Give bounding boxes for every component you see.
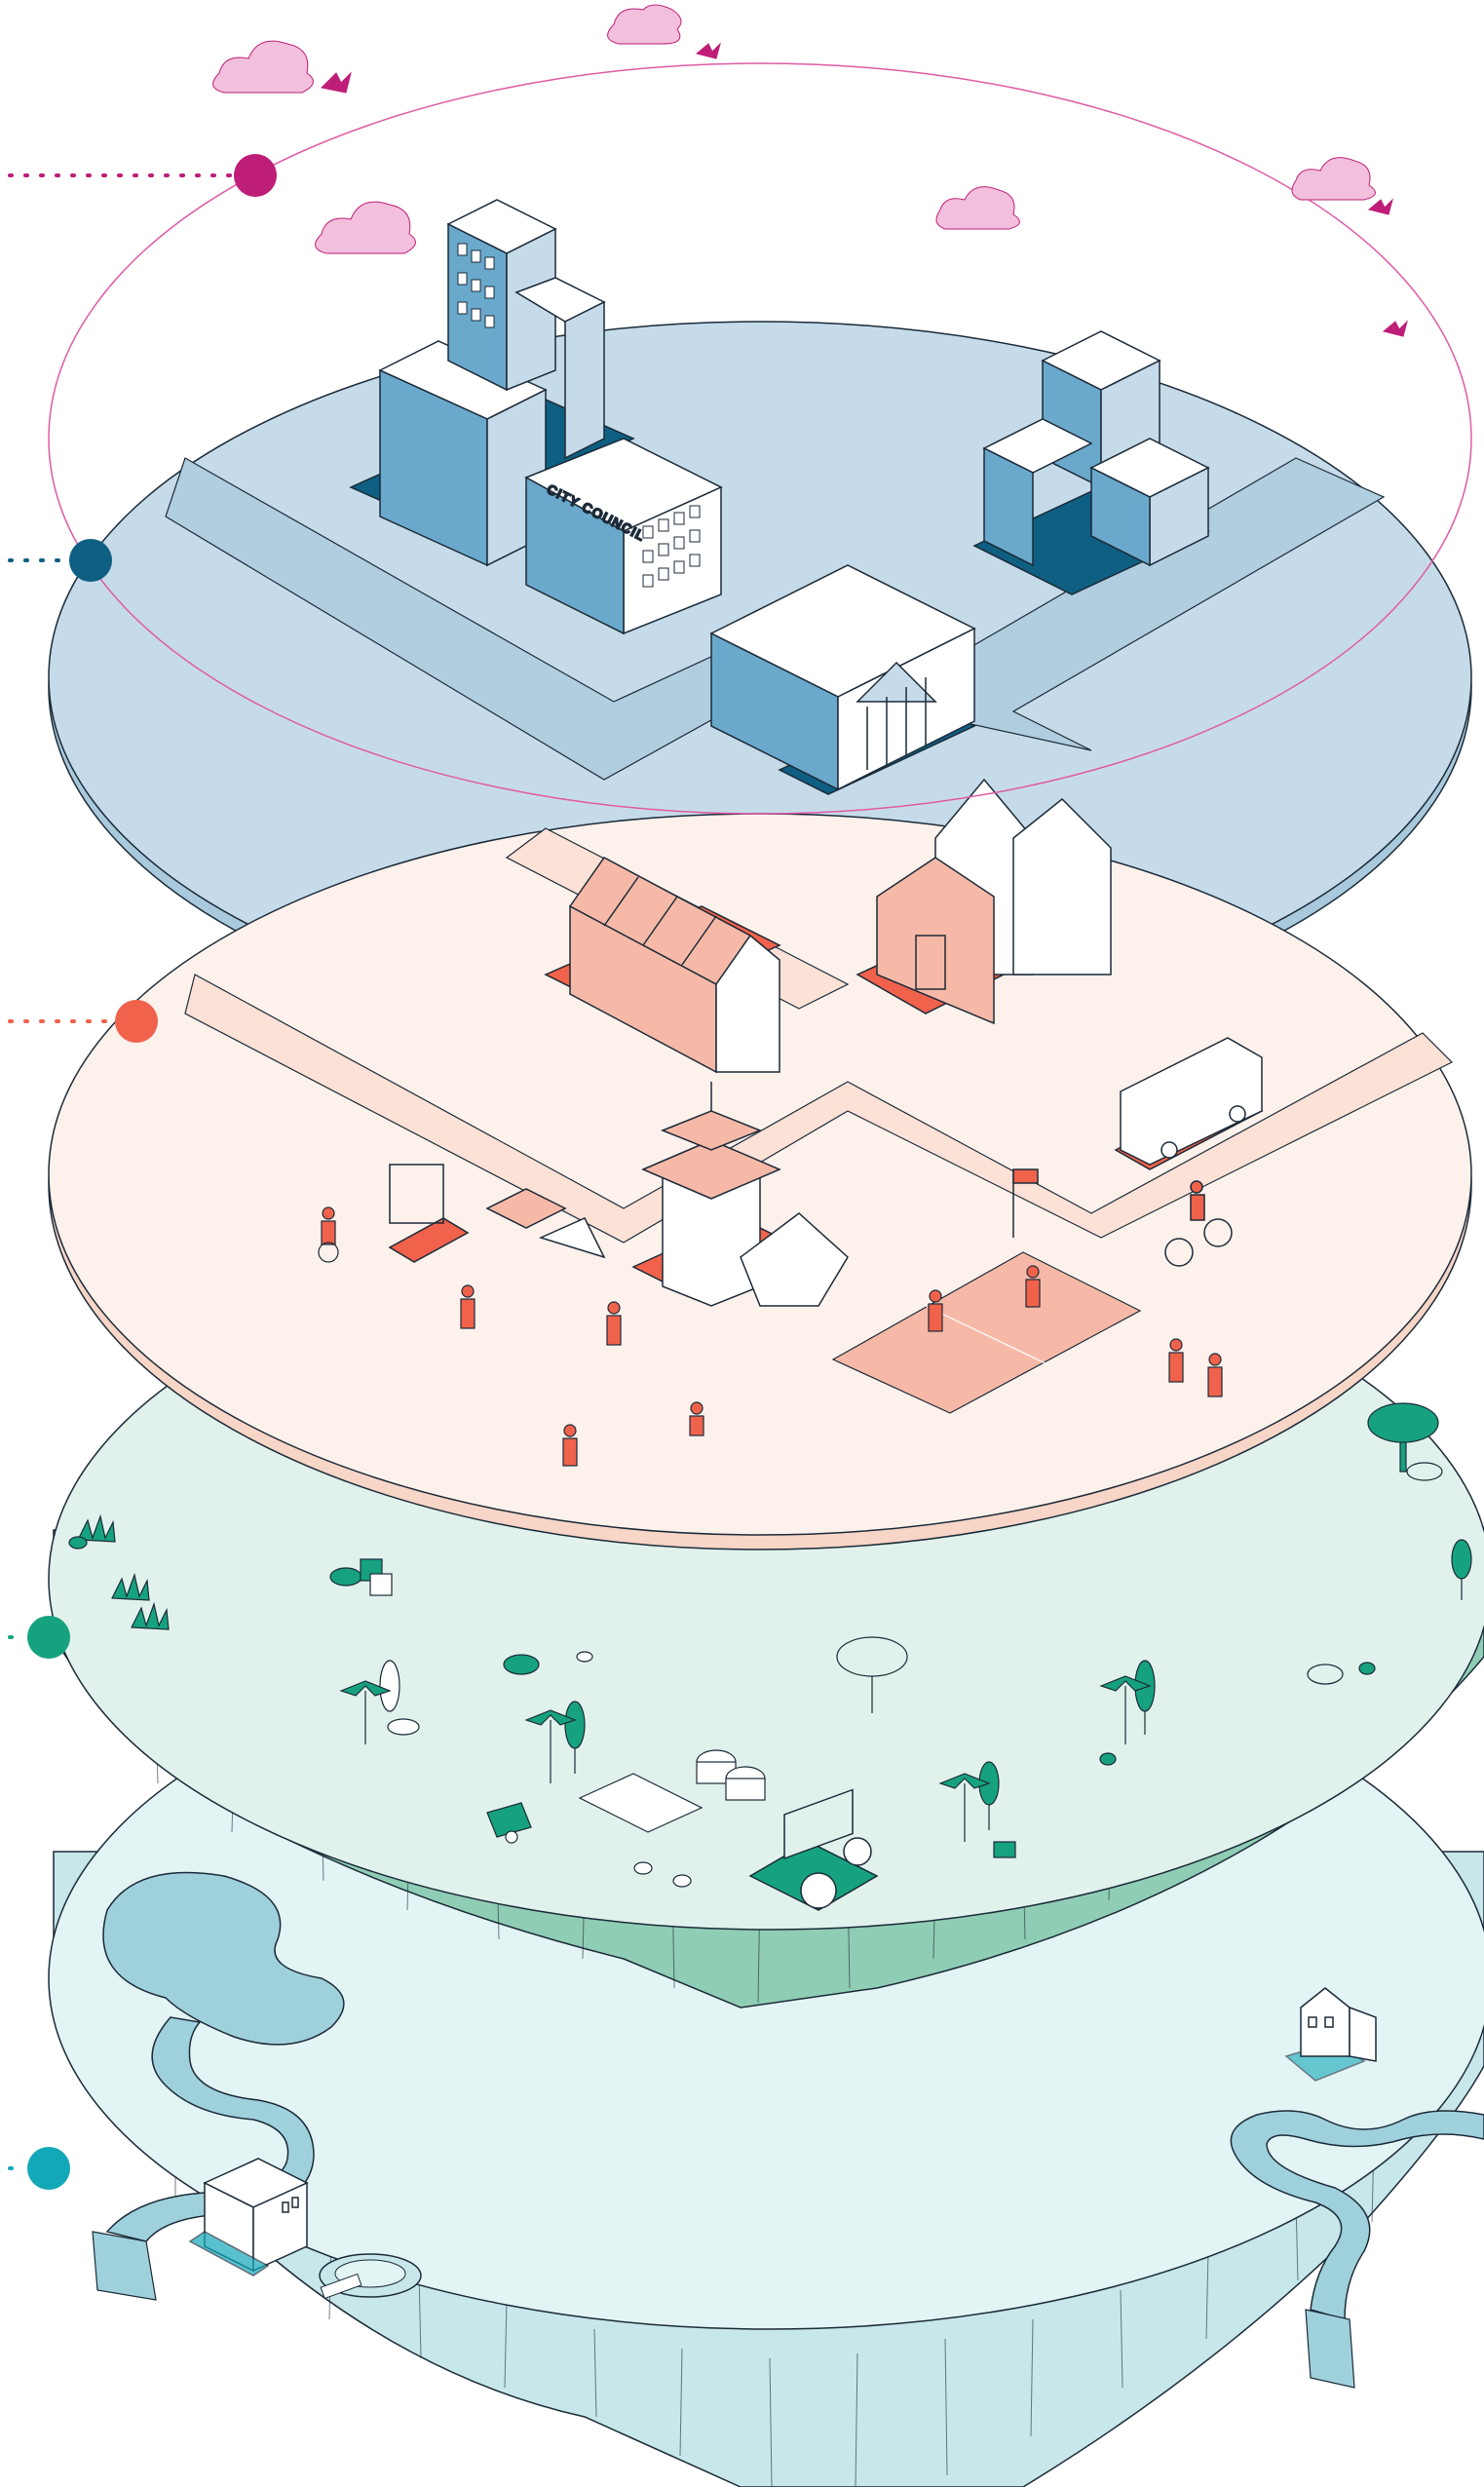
cloud-icon [212,4,1376,254]
wheelbarrow-icon [486,1802,532,1844]
marker-water-layer[interactable] [8,2147,70,2190]
cyclist-icon [1164,1180,1233,1267]
bird-icon [320,42,1408,337]
bush-icon [77,1513,1344,1685]
city-council-building: CITY COUNCIL [349,199,723,635]
playground [388,1164,606,1263]
tree-icon [339,1402,1472,1842]
crop-field [578,1773,704,1833]
people-figures [318,1206,1223,1467]
school-building [856,778,1112,1025]
marker-land-layer[interactable] [8,1616,70,1659]
courthouse-building [709,564,976,795]
sports-court [831,1251,1142,1414]
community-layer [48,778,1472,1550]
outer-ring [48,62,1472,815]
layer-markers [8,154,277,2190]
pump-house [1284,1987,1377,2082]
lake [102,1871,345,2046]
water-treatment-building [188,2158,309,2277]
bus-icon [1114,1037,1264,1170]
bird-icon [68,1536,1376,1888]
community-roads [184,974,1454,1244]
marker-city-layer[interactable] [8,539,112,582]
manhole-icon [319,2253,422,2300]
bus-stop-sign [1012,1168,1039,1238]
pagoda-icon [631,1082,849,1307]
right-river [1230,2110,1484,2320]
tractor-icon [748,1788,879,1911]
waterfall-right [1305,2309,1355,2389]
community-hall [544,857,781,1074]
city-layer: CITY COUNCIL [48,199,1472,1049]
office-building [972,330,1210,595]
marker-outer-ring[interactable] [8,154,277,197]
marker-community-layer[interactable] [8,1000,158,1043]
crate-icon [360,1558,1016,1858]
waterfall-icon [92,2231,157,2301]
